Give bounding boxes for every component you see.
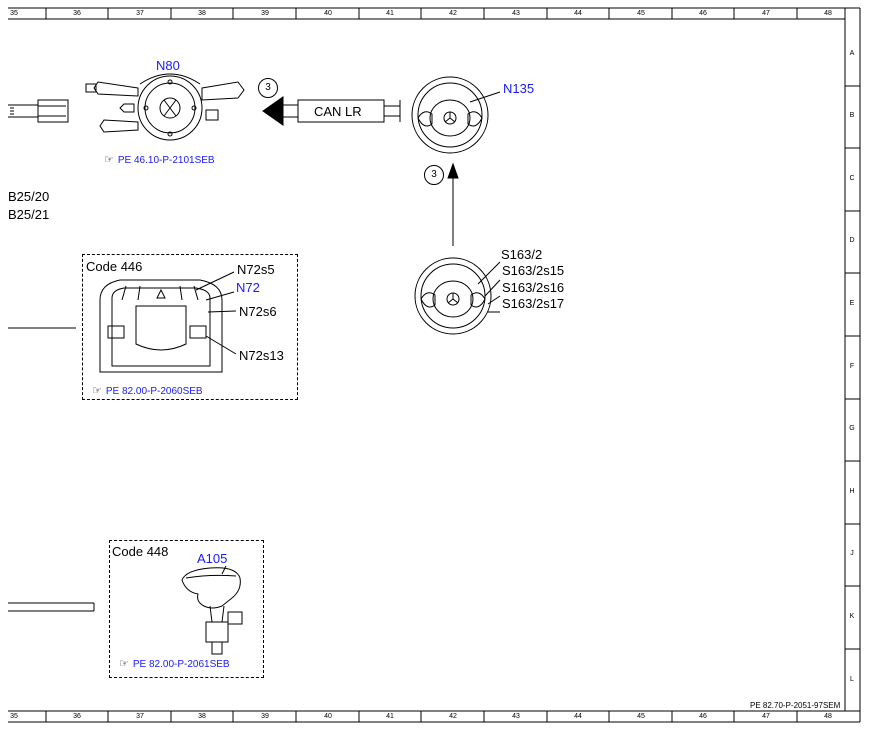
can-lr-arrow [262, 96, 401, 126]
row-label: A [849, 50, 855, 57]
column-label: 47 [762, 10, 770, 17]
row-label: H [849, 488, 855, 495]
n72s6-label: N72s6 [239, 304, 277, 319]
s163-2s17-label: S163/2s17 [502, 296, 565, 311]
code-446-label: Code 446 [86, 259, 143, 274]
vertical-arrow [447, 162, 459, 246]
column-label: 39 [261, 713, 269, 720]
b25-20-label: B25/20 [8, 189, 50, 204]
column-label: 42 [449, 713, 457, 720]
column-label: 42 [449, 10, 457, 17]
a105-reference-link[interactable]: ☞PE 82.00-P-2061SEB [119, 657, 230, 670]
column-label: 44 [574, 10, 582, 17]
n80-steering-column-module-drawing [85, 73, 245, 141]
n80-reference-text: PE 46.10-P-2101SEB [117, 155, 215, 166]
row-label: D [849, 237, 855, 244]
b25-21-label: B25/21 [8, 207, 50, 222]
a105-reference-text: PE 82.00-P-2061SEB [132, 659, 230, 670]
n72s13-label: N72s13 [239, 348, 284, 363]
code-448-option-box [109, 540, 264, 678]
n80-label[interactable]: N80 [156, 58, 180, 73]
can-circle-marker-left: 3 [258, 78, 278, 98]
row-label: C [849, 175, 855, 182]
column-ticks [45, 8, 798, 722]
pointing-hand-icon: ☞ [119, 657, 129, 670]
a105-label[interactable]: A105 [197, 551, 228, 566]
row-label: F [849, 363, 855, 370]
n72-label[interactable]: N72 [236, 280, 260, 295]
column-label: 41 [386, 713, 394, 720]
column-label: 47 [762, 713, 770, 720]
n72-control-panel-drawing [8, 271, 237, 373]
pointing-hand-icon: ☞ [104, 153, 114, 166]
n80-reference-link[interactable]: ☞PE 46.10-P-2101SEB [104, 153, 215, 166]
n135-label[interactable]: N135 [503, 81, 535, 96]
column-label: 44 [574, 713, 582, 720]
column-label: 37 [136, 713, 144, 720]
column-label: 48 [824, 10, 832, 17]
can-lr-label: CAN LR [314, 104, 362, 119]
n135-steering-wheel-drawing [411, 76, 501, 154]
column-label: 46 [699, 10, 707, 17]
column-label: 46 [699, 713, 707, 720]
row-label: L [850, 676, 854, 683]
column-label: 40 [324, 10, 332, 17]
column-label: 45 [637, 713, 645, 720]
column-label: 36 [73, 10, 81, 17]
column-label: 43 [512, 713, 520, 720]
row-label: B [849, 112, 855, 119]
row-label: G [849, 425, 855, 432]
column-label: 38 [198, 713, 206, 720]
column-label: 45 [637, 10, 645, 17]
row-ticks [845, 85, 860, 650]
s163-2-label: S163/2 [501, 247, 543, 262]
n72-reference-text: PE 82.00-P-2060SEB [105, 386, 203, 397]
column-label: 35 [10, 713, 18, 720]
row-label: K [849, 613, 855, 620]
connector-b25 [8, 99, 69, 123]
row-label: E [849, 300, 855, 307]
s163-2s15-label: S163/2s15 [502, 263, 565, 278]
frame [8, 7, 861, 723]
code-446-option-box [82, 254, 298, 400]
column-label: 35 [10, 10, 18, 17]
a105-selector-lever-drawing [8, 565, 243, 655]
n72-reference-link[interactable]: ☞PE 82.00-P-2060SEB [92, 384, 203, 397]
code-448-label: Code 448 [112, 544, 169, 559]
column-label: 40 [324, 713, 332, 720]
n72s5-label: N72s5 [237, 262, 275, 277]
column-label: 43 [512, 10, 520, 17]
column-label: 41 [386, 10, 394, 17]
column-label: 38 [198, 10, 206, 17]
row-label: J [850, 550, 854, 557]
pointing-hand-icon: ☞ [92, 384, 102, 397]
column-label: 48 [824, 713, 832, 720]
column-label: 37 [136, 10, 144, 17]
can-circle-marker-vertical: 3 [424, 165, 444, 185]
s163-steering-wheel-drawing [414, 257, 501, 335]
column-label: 36 [73, 713, 81, 720]
document-reference: PE 82.70-P-2051-97SEM [750, 701, 841, 710]
s163-2s16-label: S163/2s16 [502, 280, 565, 295]
column-label: 39 [261, 10, 269, 17]
